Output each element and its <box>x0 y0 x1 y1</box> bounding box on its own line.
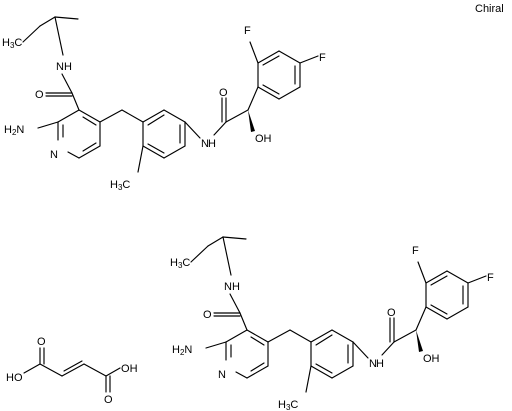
methyl-label: H3C <box>2 37 22 50</box>
fluorine-label: F <box>319 52 326 64</box>
pyridine-n-label: N <box>50 149 58 161</box>
acid-hydroxyl-label: HO <box>6 372 23 384</box>
amide-o-label: O <box>387 307 396 319</box>
fluorine-label: F <box>487 272 494 284</box>
aryl-methyl-label: H3C <box>278 399 298 411</box>
hydroxyl-label: OH <box>423 353 440 365</box>
methyl-label: H3C <box>170 257 190 270</box>
fluorine-label: F <box>412 245 419 257</box>
amino-label: H2N <box>172 344 192 357</box>
molecule-1: H3C NH O N H2N <box>2 16 326 192</box>
amide-nh-label: NH <box>224 281 240 293</box>
acid-o-label: O <box>104 394 113 406</box>
anilide-nh-label: NH <box>369 358 384 370</box>
acid-o-label: O <box>37 336 46 348</box>
fluorine-label: F <box>244 25 251 37</box>
wedge-bond <box>248 110 255 132</box>
anilide-nh-label: NH <box>201 138 216 150</box>
molecule-2: H3C NH O N H2N H3C NH <box>170 236 494 411</box>
amide-o-label: O <box>219 87 228 99</box>
hydroxyl-label: OH <box>255 133 272 145</box>
wedge-bond <box>416 330 423 352</box>
carbonyl-o-label: O <box>203 309 212 321</box>
amide-nh-label: NH <box>56 61 72 73</box>
molecule-3: HO O O OH <box>6 336 138 406</box>
amino-label: H2N <box>4 124 24 137</box>
chiral-label: Chiral <box>475 3 504 15</box>
aryl-methyl-label: H3C <box>110 179 130 192</box>
pyridine-n-label: N <box>218 369 226 381</box>
carbonyl-o-label: O <box>35 89 44 101</box>
acid-hydroxyl-label: OH <box>121 363 138 375</box>
